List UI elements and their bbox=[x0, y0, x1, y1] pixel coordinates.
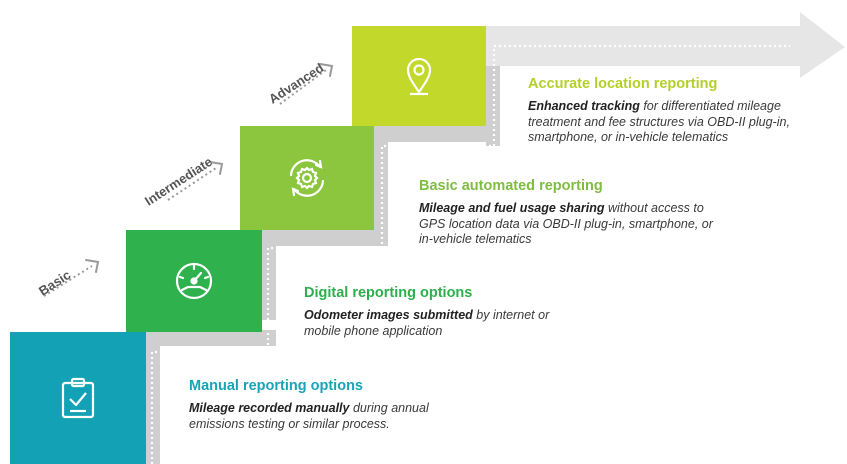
step-description: Odometer images submitted by internet or… bbox=[304, 308, 564, 339]
step-title: Accurate location reporting bbox=[528, 76, 718, 92]
step-text-accurate-location: Accurate location reporting Enhanced tra… bbox=[528, 75, 833, 146]
step-description-emphasis: Mileage recorded manually bbox=[189, 401, 350, 415]
level-arrowhead-basic bbox=[85, 259, 100, 273]
step-description-emphasis: Mileage and fuel usage sharing bbox=[419, 201, 605, 215]
dotted-guide-path bbox=[150, 44, 790, 464]
step-title: Basic automated reporting bbox=[419, 178, 603, 194]
stair-riser-3 bbox=[374, 126, 388, 236]
clipboard-check-icon bbox=[61, 377, 95, 419]
step-description: Enhanced tracking for differentiated mil… bbox=[528, 99, 833, 146]
stair-tread-3 bbox=[374, 126, 500, 142]
step-title: Manual reporting options bbox=[189, 378, 363, 394]
location-pin-icon bbox=[404, 56, 434, 96]
odometer-gauge-icon bbox=[174, 261, 214, 301]
level-arrowhead-advanced bbox=[319, 63, 334, 77]
step-block-basic-automated bbox=[240, 126, 374, 230]
step-block-accurate-location bbox=[352, 26, 486, 126]
step-title: Digital reporting options bbox=[304, 285, 473, 301]
step-block-manual bbox=[10, 332, 146, 464]
step-text-manual: Manual reporting options Mileage recorde… bbox=[189, 377, 439, 432]
step-description-emphasis: Odometer images submitted bbox=[304, 308, 473, 322]
stair-tread-1 bbox=[146, 330, 276, 346]
step-description: Mileage and fuel usage sharing without a… bbox=[419, 201, 719, 248]
gear-refresh-icon bbox=[284, 155, 330, 201]
step-text-digital: Digital reporting options Odometer image… bbox=[304, 284, 564, 339]
step-description-emphasis: Enhanced tracking bbox=[528, 99, 640, 113]
step-block-digital bbox=[126, 230, 262, 332]
step-text-basic-automated: Basic automated reporting Mileage and fu… bbox=[419, 177, 719, 248]
step-description-rest: during annual emissions testing or simil… bbox=[189, 401, 429, 431]
step-description-rest: without access to GPS location data via … bbox=[419, 201, 713, 246]
stair-tread-2 bbox=[262, 230, 388, 246]
step-description-rest: by internet or mobile phone application bbox=[304, 308, 550, 338]
step-description: Mileage recorded manually during annual … bbox=[189, 401, 439, 432]
step-description-rest: for differentiated mileage treatment and… bbox=[528, 99, 790, 144]
level-arrowhead-intermediate bbox=[209, 161, 224, 175]
